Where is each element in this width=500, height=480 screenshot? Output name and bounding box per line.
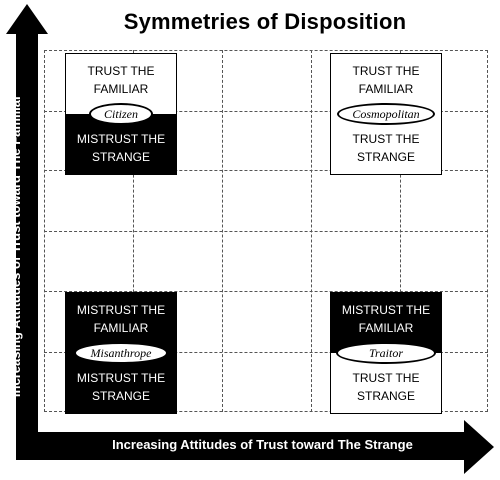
quadrant-misanthrope: MISTRUST THE FAMILIAR MISTRUST THE STRAN… — [65, 292, 177, 414]
y-axis-label: Increasing Attitudes of Trust toward The… — [8, 94, 23, 398]
traitor-top-text: MISTRUST THE FAMILIAR — [331, 293, 441, 353]
traitor-label: Traitor — [336, 342, 436, 364]
misanthrope-label: Misanthrope — [74, 342, 168, 364]
diagram-title: Symmetries of Disposition — [123, 9, 407, 34]
citizen-label: Citizen — [89, 103, 153, 125]
quadrant-citizen: TRUST THE FAMILIAR MISTRUST THE STRANGE … — [65, 53, 177, 175]
background-grid — [44, 50, 488, 412]
x-axis-label: Increasing Attitudes of Trust toward The… — [112, 437, 413, 452]
cosmopolitan-label: Cosmopolitan — [337, 103, 435, 125]
quadrant-cosmopolitan: TRUST THE FAMILIAR TRUST THE STRANGE Cos… — [330, 53, 442, 175]
y-axis-arrow — [6, 4, 48, 438]
quadrant-traitor: MISTRUST THE FAMILIAR TRUST THE STRANGE … — [330, 292, 442, 414]
x-axis-arrow — [16, 420, 494, 474]
